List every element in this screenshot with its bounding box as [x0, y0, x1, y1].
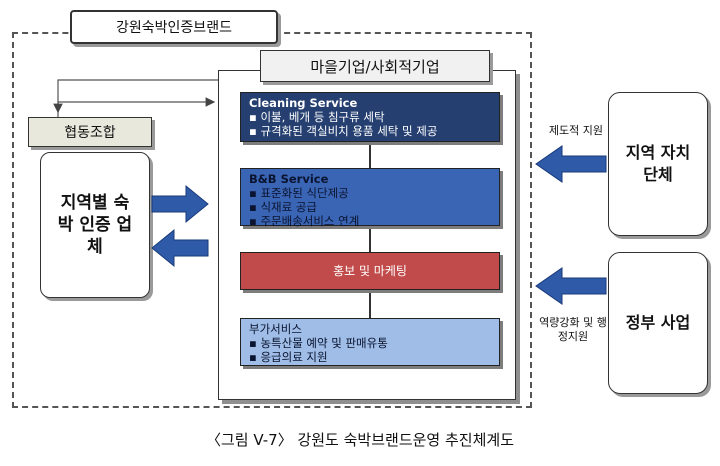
bnb-service-item: 주문배송서비스 연계: [249, 214, 491, 228]
cooperative-link-line: [53, 79, 218, 114]
cleaning-service-item: 규격화된 객실비치 용품 세탁 및 제공: [249, 124, 491, 138]
extra-service-title: 부가서비스: [249, 322, 302, 336]
capacity-support-label: 역량강화 및 행정지원: [539, 316, 607, 343]
arrow-left-icon: [535, 267, 607, 305]
extra-service-item: 농특산물 예약 및 판매유통: [249, 336, 491, 350]
connector-line: [369, 142, 371, 168]
arrow-left-icon: [535, 145, 607, 183]
government-project-box: 정부 사업: [608, 252, 708, 394]
cleaning-service-item: 이불, 베개 등 침구류 세탁: [249, 110, 491, 124]
bnb-service-box: B&B Service 표준화된 식단제공 식재료 공급 주문배송서비스 연계: [240, 168, 500, 228]
cleaning-service-box: Cleaning Service 이불, 베개 등 침구류 세탁 규격화된 객실…: [240, 92, 500, 142]
marketing-box: 홍보 및 마케팅: [240, 252, 500, 290]
extra-service-box: 부가서비스 농특산물 예약 및 판매유통 응급의료 지원: [240, 318, 500, 366]
figure-caption: 〈그림 V-7〉 강원도 숙박브랜드운영 추진체계도: [205, 431, 514, 449]
extra-service-item: 응급의료 지원: [249, 350, 491, 364]
government-project-label: 정부 사업: [625, 313, 691, 332]
bnb-service-item: 표준화된 식단제공: [249, 186, 491, 200]
cooperative-label: 협동조합: [64, 125, 116, 141]
local-government-box: 지역 자치 단체: [608, 92, 708, 236]
institutional-support-label: 제도적 지원: [548, 124, 604, 137]
cooperative-box: 협동조합: [28, 117, 152, 147]
brand-label: 강원숙박인증브랜드: [70, 10, 278, 44]
arrow-right-icon: [151, 184, 209, 224]
bnb-service-title: B&B Service: [249, 172, 329, 186]
connector-line: [369, 290, 371, 318]
bnb-service-item: 식재료 공급: [249, 200, 491, 214]
enterprise-title: 마을기업/사회적기업: [260, 50, 490, 82]
certified-business-box: 지역별 숙박 인증 업체: [40, 152, 150, 298]
arrow-left-icon: [151, 228, 209, 268]
connector-line: [369, 226, 371, 252]
cleaning-service-title: Cleaning Service: [249, 96, 358, 110]
cooperative-link-line: [57, 97, 216, 117]
marketing-label: 홍보 및 마케팅: [333, 264, 407, 278]
local-government-label: 지역 자치 단체: [625, 143, 691, 184]
certified-business-label: 지역별 숙박 인증 업체: [57, 193, 133, 257]
